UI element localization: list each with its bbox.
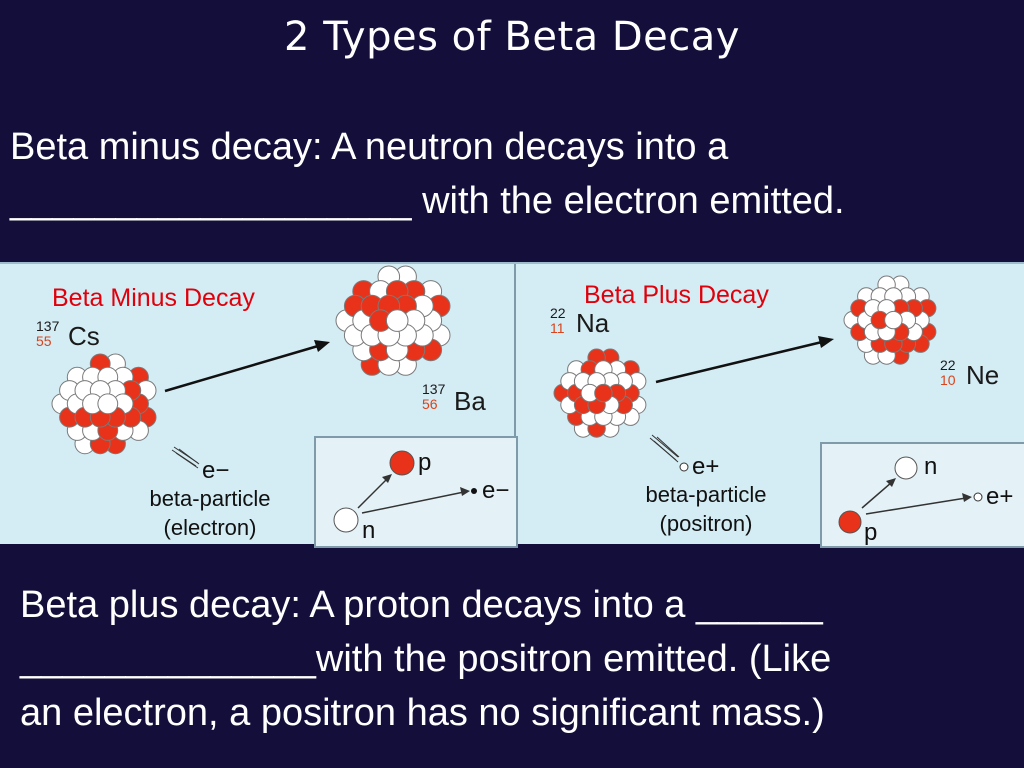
inset-emitted-label: e+: [986, 483, 1014, 510]
inset-proton: [389, 450, 415, 476]
caption-line: beta-particle: [645, 482, 767, 507]
beta-plus-diagram: Beta Plus Decay 22 11 Na 22 10 Ne e+ bet…: [516, 264, 1024, 548]
atomic-number: 56: [422, 396, 438, 412]
caption-line: (positron): [659, 511, 753, 536]
description-line: Beta plus decay: A proton decays into a …: [20, 584, 823, 626]
beta-minus-description: Beta minus decay: A neutron decays into …: [10, 120, 845, 228]
inset-arrow-emission: [361, 491, 465, 514]
decay-arrow: [164, 344, 319, 393]
inset-arrow-head: [382, 474, 392, 483]
beta-minus-inset: p n e−: [314, 436, 518, 548]
emitted-particle-symbol: e−: [202, 457, 230, 484]
decay-arrow-head: [314, 340, 330, 352]
inset-graphic: [333, 450, 477, 533]
inset-neutron: [333, 507, 359, 533]
inset-arrow-emission: [865, 497, 967, 515]
beta-particle-caption: beta-particle (positron): [636, 480, 776, 538]
beta-plus-inset: n p e+: [820, 442, 1024, 548]
inset-top-label: n: [924, 453, 938, 480]
beta-plus-description: Beta plus decay: A proton decays into a …: [20, 578, 831, 740]
mass-number: 22: [940, 357, 956, 373]
neutron: [97, 393, 119, 415]
description-line: ______________with the positron emitted.…: [20, 638, 832, 680]
decay-diagram-panel: Beta Minus Decay 137 55 Cs 137 56 Ba e− …: [0, 262, 1024, 548]
element-symbol: Na: [576, 308, 610, 338]
inset-bottom-label: p: [864, 519, 878, 546]
emission-streak: [171, 446, 200, 469]
element-symbol: Ba: [454, 386, 486, 416]
neutron: [385, 309, 409, 332]
inset-arrow-head: [886, 478, 896, 487]
caption-line: beta-particle: [149, 486, 271, 511]
description-line: ___________________ with the electron em…: [10, 180, 845, 222]
element-symbol: Ne: [966, 360, 1000, 390]
emitted-particle-symbol: e+: [692, 453, 720, 480]
description-line: Beta minus decay: A neutron decays into …: [10, 126, 729, 168]
positron-dot: [679, 462, 689, 472]
inset-emitted-label: e−: [482, 477, 510, 504]
beta-plus-graphic: [553, 275, 937, 472]
inset-arrow-head: [962, 493, 972, 502]
element-symbol: Cs: [68, 321, 100, 351]
inset-graphic: [838, 456, 983, 534]
inset-bottom-label: n: [362, 517, 376, 544]
neutron: [884, 310, 903, 330]
atomic-number: 10: [940, 372, 956, 388]
proton: [594, 383, 613, 403]
beta-plus-heading: Beta Plus Decay: [584, 281, 769, 310]
inset-positron-dot: [973, 492, 983, 502]
daughter-nucleus-ne: [843, 275, 937, 365]
inset-arrow-head: [460, 487, 470, 496]
parent-nucleus-cs: [51, 353, 157, 455]
beta-minus-diagram: Beta Minus Decay 137 55 Cs 137 56 Ba e− …: [0, 264, 518, 548]
mass-number: 22: [550, 305, 566, 321]
caption-line: (electron): [163, 515, 257, 540]
atomic-number: 11: [550, 320, 565, 336]
mass-number: 137: [36, 318, 60, 334]
mass-number: 137: [422, 381, 446, 397]
inset-arrow-to-top: [357, 477, 389, 509]
beta-particle-caption: beta-particle (electron): [140, 484, 280, 542]
description-line: an electron, a positron has no significa…: [20, 692, 825, 734]
atomic-number: 55: [36, 333, 52, 349]
beta-minus-graphic: [51, 265, 451, 469]
parent-nucleus-na: [553, 348, 647, 438]
inset-arrow-to-top: [861, 481, 893, 509]
decay-arrow: [655, 340, 823, 384]
inset-top-label: p: [418, 449, 432, 476]
beta-minus-heading: Beta Minus Decay: [52, 284, 255, 313]
inset-proton: [838, 510, 862, 534]
decay-arrow-head: [818, 336, 834, 348]
emission-streak: [649, 434, 680, 463]
inset-neutron: [894, 456, 918, 480]
inset-electron-dot: [471, 488, 477, 494]
daughter-nucleus-ba: [335, 265, 451, 376]
slide-title: 2 Types of Beta Decay: [284, 14, 740, 60]
